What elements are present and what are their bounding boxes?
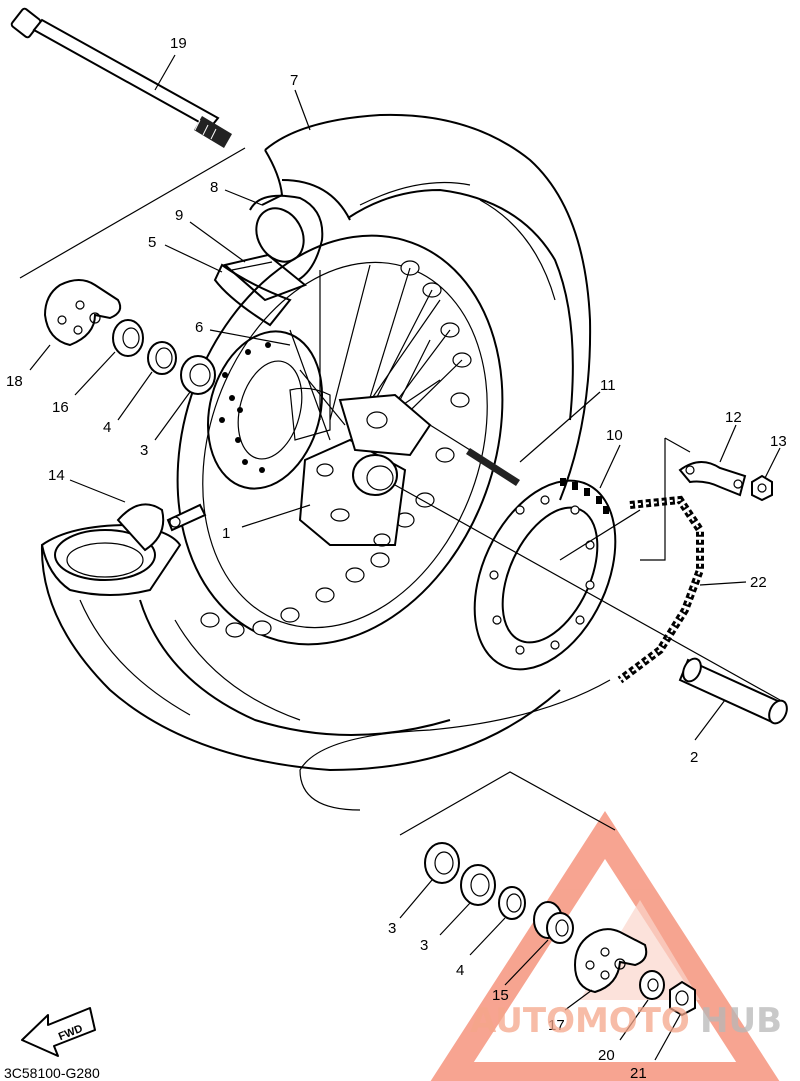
callout-4-left: 4 bbox=[103, 419, 111, 436]
bearing-part-4-left bbox=[147, 341, 177, 375]
washer-part-20 bbox=[639, 970, 665, 1000]
chain-part-22 bbox=[617, 495, 704, 684]
callout-10: 10 bbox=[606, 427, 623, 444]
lock-washer-part-12 bbox=[678, 461, 747, 497]
wheel-rim bbox=[176, 234, 504, 646]
brake-disc-part-6 bbox=[206, 330, 324, 490]
bearing-part-3-left bbox=[180, 355, 216, 395]
callout-22: 22 bbox=[750, 574, 767, 591]
callout-2: 2 bbox=[690, 749, 698, 766]
axle-part-19 bbox=[10, 7, 232, 148]
callout-19: 19 bbox=[170, 35, 187, 52]
callout-4-lower: 4 bbox=[456, 962, 464, 979]
callout-6: 6 bbox=[195, 319, 203, 336]
callout-3-lower-a: 3 bbox=[388, 920, 396, 937]
collar-part-17 bbox=[573, 928, 648, 994]
bearing-part-4-lower bbox=[498, 886, 526, 920]
oil-seal-part-15 bbox=[533, 901, 574, 944]
callout-14: 14 bbox=[48, 467, 65, 484]
callout-5: 5 bbox=[148, 234, 156, 251]
watermark-automoto: AUTOMOTO bbox=[470, 1001, 690, 1041]
callout-17: 17 bbox=[548, 1017, 565, 1034]
group-bracket-lower bbox=[399, 771, 616, 836]
group-bracket-left bbox=[19, 147, 246, 279]
spacer-part-2 bbox=[678, 657, 788, 725]
group-bracket-right bbox=[640, 438, 666, 561]
watermark-text: AUTOMOTO HUB bbox=[470, 1001, 782, 1041]
callout-12: 12 bbox=[725, 409, 742, 426]
stud-bolt-part-11 bbox=[429, 424, 520, 486]
collar-part-18 bbox=[43, 279, 122, 347]
hidden-line bbox=[299, 679, 611, 811]
bearing-part-3-lower-b bbox=[460, 864, 496, 906]
callout-18: 18 bbox=[6, 373, 23, 390]
valve-part-14 bbox=[116, 503, 207, 552]
oil-seal-part-16 bbox=[112, 319, 144, 357]
callout-1: 1 bbox=[222, 525, 230, 542]
callout-21: 21 bbox=[630, 1065, 647, 1081]
nut-part-21 bbox=[669, 980, 696, 1017]
hub-part-1 bbox=[289, 387, 432, 547]
sprocket-part-10 bbox=[473, 478, 617, 671]
bearing-part-3-lower-a bbox=[424, 842, 460, 884]
callout-11: 11 bbox=[600, 377, 616, 394]
fwd-arrow-icon: FWD bbox=[21, 1007, 96, 1057]
callout-16: 16 bbox=[52, 399, 69, 416]
callout-8: 8 bbox=[210, 179, 218, 196]
callout-7: 7 bbox=[290, 72, 298, 89]
callout-3-left: 3 bbox=[140, 442, 148, 459]
callout-9: 9 bbox=[175, 207, 183, 224]
rim-part-5 bbox=[213, 263, 292, 327]
callout-labels: 19 7 8 9 5 18 16 4 3 6 14 1 11 10 12 13 … bbox=[6, 35, 787, 1081]
callout-13: 13 bbox=[770, 433, 787, 450]
diagram-code: 3C58100-G280 bbox=[4, 1065, 100, 1081]
tire-part-7 bbox=[40, 113, 592, 772]
watermark-hub: HUB bbox=[700, 1001, 782, 1041]
leader-lines bbox=[29, 54, 781, 1061]
callout-3-lower-b: 3 bbox=[420, 937, 428, 954]
nut-part-13 bbox=[751, 474, 773, 502]
callout-15: 15 bbox=[492, 987, 509, 1004]
callout-20: 20 bbox=[598, 1047, 615, 1064]
